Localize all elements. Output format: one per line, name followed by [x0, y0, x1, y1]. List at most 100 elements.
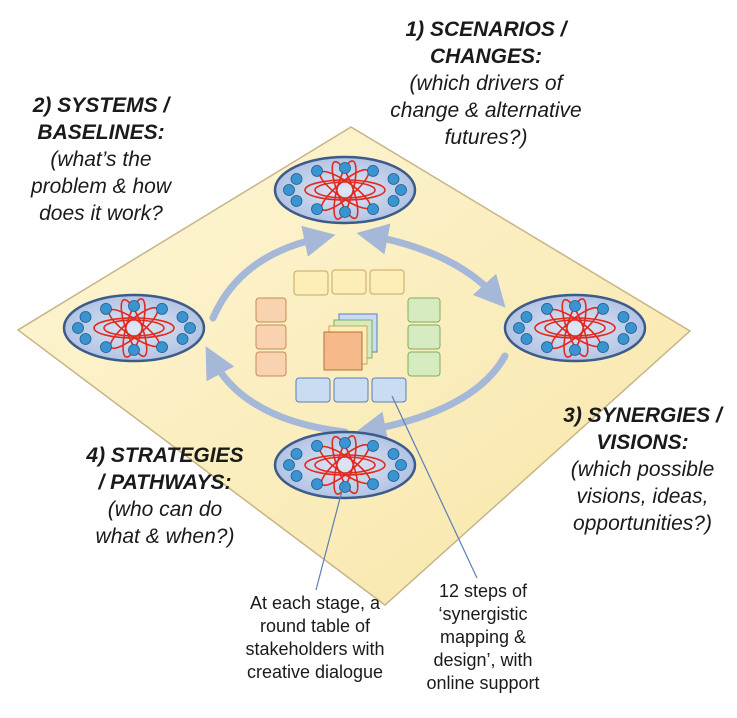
person-dot — [311, 164, 323, 177]
step-box — [369, 269, 405, 295]
pointer-line-round-table — [315, 482, 345, 591]
network-icon — [304, 160, 386, 220]
stakeholders-icon — [513, 300, 637, 356]
twelve-steps-cluster — [255, 269, 441, 403]
person-dot — [513, 322, 525, 334]
person-dot — [520, 311, 533, 323]
person-dot — [156, 302, 168, 315]
person-dot — [100, 302, 112, 315]
stage-4-title-line: 4) STRATEGIES — [86, 444, 244, 467]
person-dot — [395, 459, 407, 471]
person-dot — [520, 333, 533, 345]
steps-top-row — [293, 269, 405, 296]
steps-note-line: design’, with — [433, 650, 533, 670]
person-dot — [625, 322, 637, 334]
person-dot — [387, 448, 400, 460]
person-dot — [387, 470, 400, 482]
person-dot — [290, 195, 303, 207]
stage-1-question-line: change & alternative — [390, 99, 582, 122]
person-dot — [367, 478, 379, 491]
step-box — [371, 377, 407, 403]
person-dot — [367, 203, 379, 216]
round-table-bottom — [273, 430, 417, 500]
person-dot — [128, 300, 140, 312]
stakeholders-icon — [283, 437, 407, 493]
person-dot — [541, 302, 553, 315]
person-dot — [79, 311, 92, 323]
stage-1-question-line: futures?) — [444, 126, 528, 149]
person-dot — [597, 341, 609, 354]
person-dot — [339, 162, 351, 174]
step-box — [407, 351, 441, 377]
person-dot — [367, 164, 379, 177]
stage-3-label: 3) SYNERGIES / VISIONS: (which possible … — [548, 402, 737, 537]
stage-2-question-line: problem & how — [30, 175, 172, 198]
pointer-line-steps — [391, 395, 478, 579]
round-table-top — [273, 155, 417, 225]
stage-3-title-line: VISIONS: — [596, 431, 689, 454]
round-table-right — [503, 293, 647, 363]
arrow-bottom-left — [205, 346, 349, 436]
stage-1-title-line: 1) SCENARIOS / — [405, 18, 567, 41]
round-table-note-line: stakeholders with — [245, 639, 385, 659]
step-box — [407, 297, 441, 323]
round-table-note-line: round table of — [259, 616, 371, 636]
stage-3-question-line: (which possible — [570, 458, 715, 481]
cycle-arrows — [205, 223, 509, 443]
steps-note-line: mapping & — [439, 627, 527, 647]
arrow-top-right — [356, 223, 506, 308]
round-table-note-line: At each stage, a — [249, 593, 381, 613]
person-dot — [541, 341, 553, 354]
stage-1-title-line: CHANGES: — [429, 45, 542, 68]
step-box — [293, 270, 329, 296]
stage-3-question-line: opportunities?) — [573, 512, 712, 535]
step-box — [331, 269, 367, 295]
person-dot — [128, 344, 140, 356]
person-dot — [387, 195, 400, 207]
stage-2-question-line: does it work? — [39, 202, 163, 225]
stage-1-label: 1) SCENARIOS / CHANGES: (which drivers o… — [352, 16, 620, 151]
person-dot — [339, 481, 351, 493]
person-dot — [290, 470, 303, 482]
person-dot — [395, 184, 407, 196]
person-dot — [617, 311, 630, 323]
stage-1-question-line: (which drivers of — [409, 72, 563, 95]
stage-2-title-line: 2) SYSTEMS / — [32, 94, 170, 117]
person-dot — [311, 203, 323, 216]
stage-3-question-line: visions, ideas, — [576, 485, 709, 508]
table-ellipse — [273, 155, 417, 225]
steps-right-col — [407, 297, 441, 377]
person-dot — [100, 341, 112, 354]
person-dot — [311, 478, 323, 491]
stakeholders-icon — [72, 300, 196, 356]
stage-4-title-line: / PATHWAYS: — [98, 471, 232, 494]
steps-note: 12 steps of ‘synergistic mapping & desig… — [418, 580, 548, 695]
table-ellipse — [273, 430, 417, 500]
stage-2-question-line: (what’s the — [50, 148, 152, 171]
stage-3-title-line: 3) SYNERGIES / — [563, 404, 722, 427]
person-dot — [156, 341, 168, 354]
round-table-note-line: creative dialogue — [246, 662, 384, 682]
person-dot — [339, 206, 351, 218]
stage-2-label: 2) SYSTEMS / BASELINES: (what’s the prob… — [2, 92, 200, 227]
person-dot — [569, 300, 581, 312]
person-dot — [176, 333, 189, 345]
stage-2-title-line: BASELINES: — [37, 121, 165, 144]
person-dot — [367, 439, 379, 452]
person-dot — [569, 344, 581, 356]
person-dot — [617, 333, 630, 345]
person-dot — [72, 322, 84, 334]
table-ellipse — [503, 293, 647, 363]
person-dot — [290, 173, 303, 185]
person-dot — [176, 311, 189, 323]
person-dot — [283, 184, 295, 196]
step-box — [255, 351, 287, 377]
steps-left-col — [255, 297, 287, 377]
round-table-note: At each stage, a round table of stakehol… — [225, 592, 405, 684]
stage-4-label: 4) STRATEGIES / PATHWAYS: (who can do wh… — [70, 442, 260, 550]
steps-note-line: 12 steps of — [438, 581, 528, 601]
round-table-left — [62, 293, 206, 363]
step-box — [407, 324, 441, 350]
stage-4-question-line: (who can do — [107, 498, 223, 521]
step-box — [333, 377, 369, 403]
